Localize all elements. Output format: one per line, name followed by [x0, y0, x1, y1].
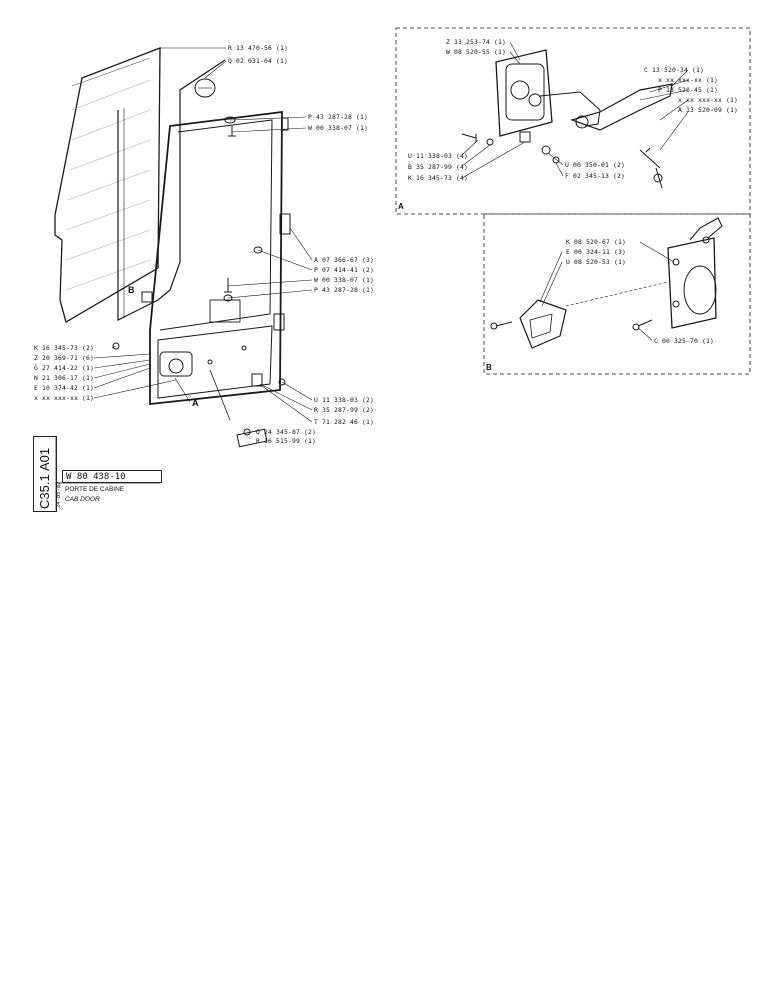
- callout-label: x xx xxx-xx (1): [658, 76, 718, 84]
- callout-label: A 13 520-09 (1): [678, 106, 738, 114]
- marker-a: A: [192, 398, 199, 408]
- callout-label: P 43 287-28 (1): [308, 113, 368, 121]
- callout-label: C 13 520-34 (1): [644, 66, 704, 74]
- callout-label: K 16 345-73 (4): [408, 174, 468, 182]
- callout-label: R 35 287-99 (2): [314, 406, 374, 414]
- door-seal: [117, 59, 226, 321]
- callout-label: U 11 338-03 (2): [314, 396, 374, 404]
- panel-a-marker: A: [398, 202, 404, 211]
- panel-b-marker: B: [486, 363, 492, 372]
- callout-label: Z 20 369-71 (6): [34, 354, 94, 362]
- drawing-code-box: A01 C35.1: [33, 436, 57, 512]
- callout-label: Q 02 031-04 (1): [228, 57, 288, 65]
- title-french: PORTE DE CABINE: [65, 486, 125, 493]
- leader-lines-a: [461, 41, 689, 179]
- callout-label: C 00 325-70 (1): [654, 337, 714, 345]
- marker-b: B: [128, 285, 135, 295]
- callout-label: W 00 338-07 (1): [308, 124, 368, 132]
- glass-pane: [54, 47, 161, 323]
- callout-label: P 13 520-45 (1): [658, 86, 718, 94]
- title-english: CAB DOOR: [65, 496, 100, 503]
- callout-label: Q 24 345-87 (2): [256, 428, 316, 436]
- leader-lines-main: [93, 47, 313, 433]
- callout-label: K 16 345-73 (2): [34, 344, 94, 352]
- callout-label: N 21 306-17 (1): [34, 374, 94, 382]
- callout-label: B 35 287-99 (4): [408, 163, 468, 171]
- callout-label: E 00 324-11 (3): [566, 248, 626, 256]
- callout-label: R 16 515-99 (1): [256, 437, 316, 445]
- callout-label: F 02 345-13 (2): [565, 172, 625, 180]
- callout-label: R 13 470-56 (1): [228, 44, 288, 52]
- callout-label: G 27 414-22 (1): [34, 364, 94, 372]
- reference-number: W 80 438-10: [62, 470, 162, 483]
- detail-panel-b: [483, 213, 751, 375]
- callout-label: W 08 520-55 (1): [446, 48, 506, 56]
- callout-label: Z 13 253-74 (1): [446, 38, 506, 46]
- callout-label: U 11 338-03 (4): [408, 152, 468, 160]
- callout-label: P 43 287-28 (1): [314, 286, 374, 294]
- callout-label: W 00 338-07 (1): [314, 276, 374, 284]
- leader-lines-b: [539, 241, 675, 341]
- callout-label: x xx xxx-xx (1): [34, 394, 94, 402]
- callout-label: K 08 520-67 (1): [566, 238, 626, 246]
- callout-label: A 07 366-67 (3): [314, 256, 374, 264]
- callout-label: P 07 414-41 (2): [314, 266, 374, 274]
- callout-label: x xx xxx-xx (1): [678, 96, 738, 104]
- callout-label: U 08 520-53 (1): [566, 258, 626, 266]
- callout-label: E 10 374-42 (1): [34, 384, 94, 392]
- callout-label: T 71 282 46 (1): [314, 418, 374, 426]
- callout-label: U 00 350-01 (2): [565, 161, 625, 169]
